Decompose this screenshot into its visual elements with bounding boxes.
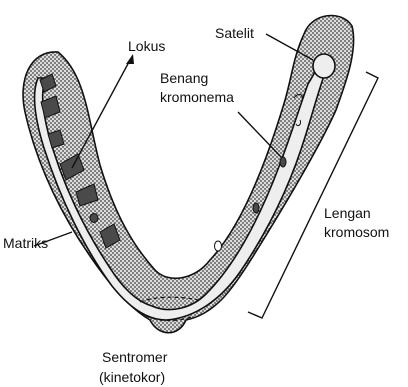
label-matriks: Matriks	[3, 235, 48, 251]
chromomere-granule	[90, 214, 98, 223]
chromomere-granule	[215, 241, 222, 251]
label-sentromer: Sentromer	[102, 349, 168, 365]
satellite	[313, 54, 335, 78]
label-lokus: Lokus	[128, 38, 165, 54]
label-satelit: Satelit	[215, 25, 254, 41]
chromomere-granule	[253, 203, 259, 213]
label-kromosom: kromosom	[324, 224, 389, 240]
label-lengan: Lengan	[324, 205, 371, 221]
lokus-arrowhead	[126, 54, 134, 64]
chromomere-granule	[280, 157, 286, 167]
label-kinetokor: (kinetokor)	[99, 369, 165, 385]
label-kromonema: kromonema	[160, 89, 234, 105]
label-benang: Benang	[160, 70, 208, 86]
